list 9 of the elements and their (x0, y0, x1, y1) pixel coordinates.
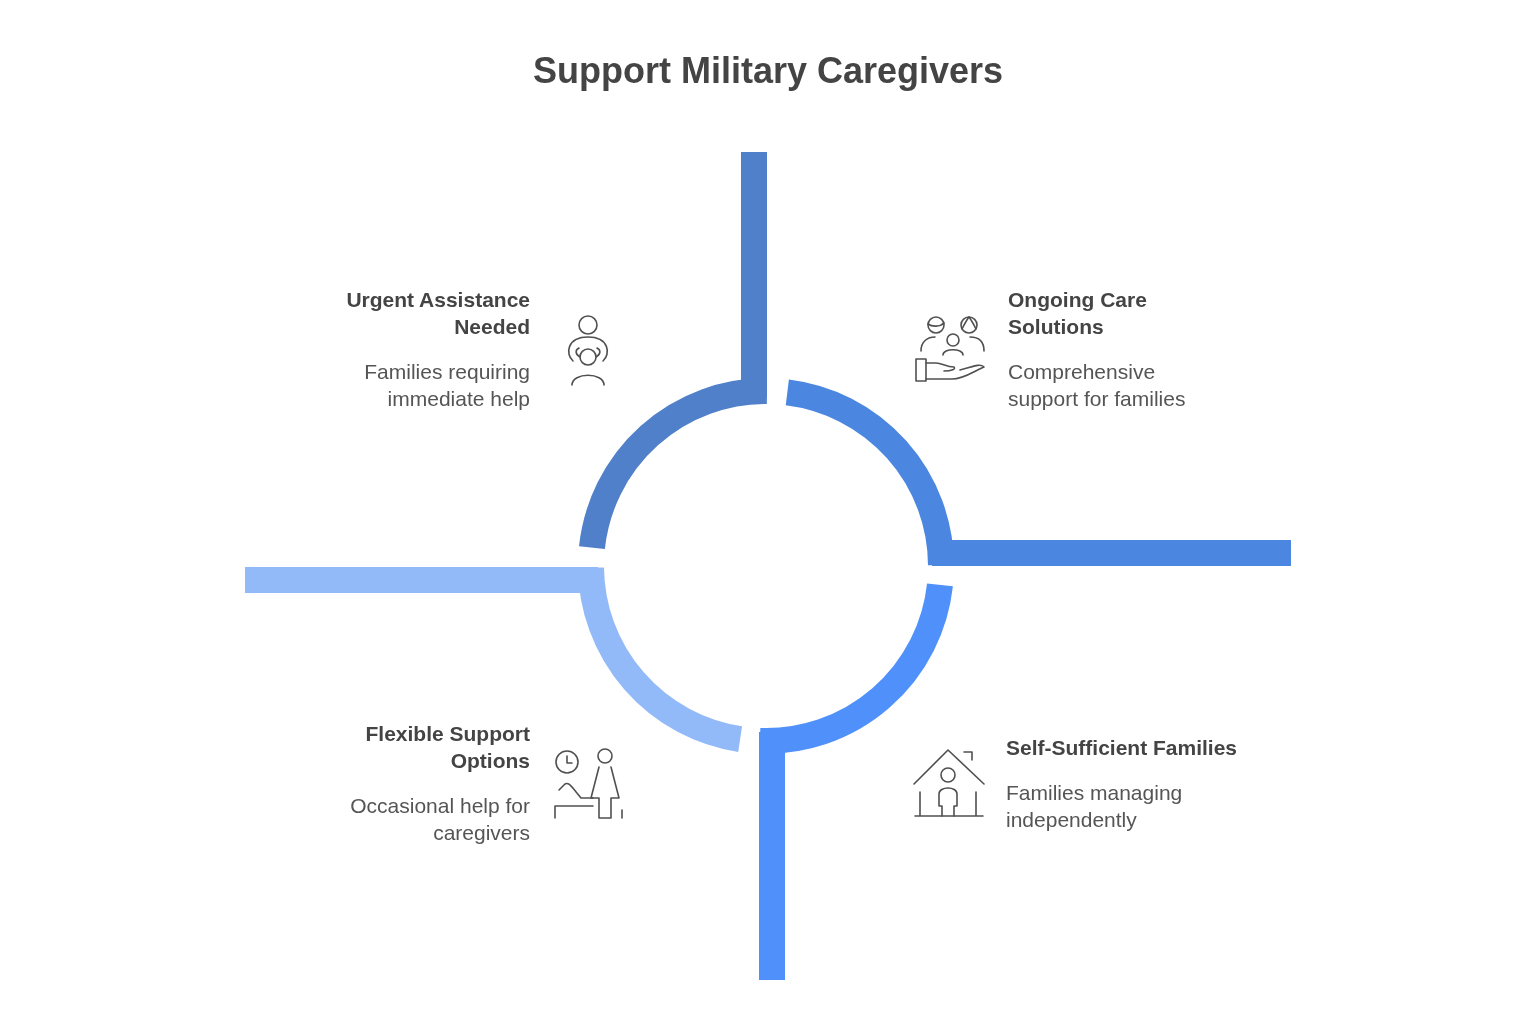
description: Comprehensive support for families (1008, 359, 1187, 412)
heading: Self-Sufficient Families (1006, 735, 1239, 761)
description: Families requiring immediate help (363, 359, 530, 412)
heading: Flexible Support Options (364, 721, 530, 774)
heading: Ongoing Care Solutions (1008, 287, 1148, 340)
description: Families managing independently (1006, 780, 1184, 833)
heading: Urgent Assistance Needed (345, 287, 530, 340)
title: Support Military Caregivers (532, 50, 1004, 91)
description: Occasional help for caregivers (349, 793, 530, 846)
